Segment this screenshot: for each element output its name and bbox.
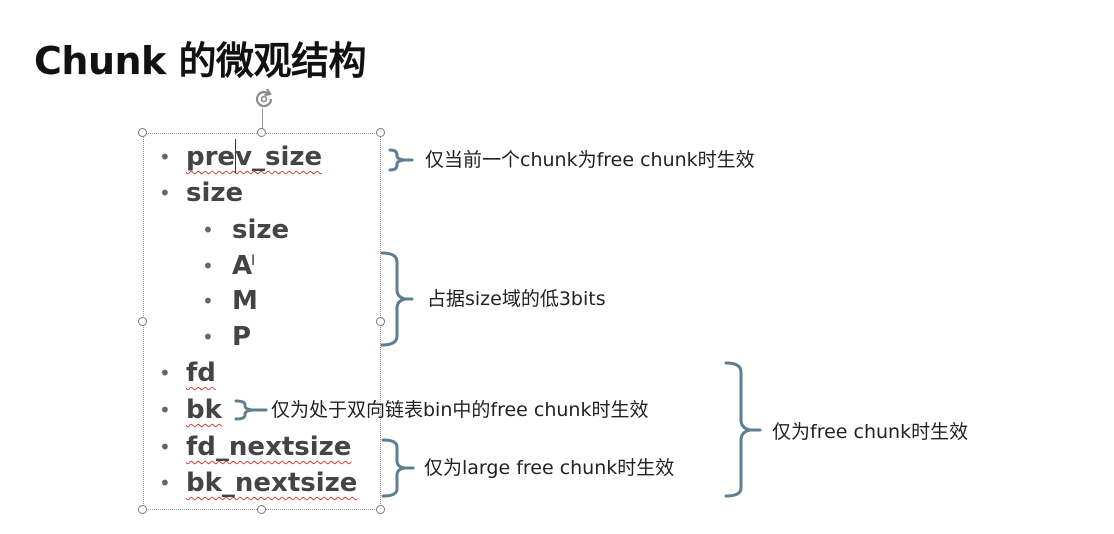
note-prev-size: 仅当前一个chunk为free chunk时生效 [425, 149, 755, 171]
resize-handle-e[interactable] [376, 317, 385, 326]
note-nextsize: 仅为large free chunk时生效 [424, 457, 675, 479]
note-bk: 仅为处于双向链表bin中的free chunk时生效 [271, 399, 649, 421]
i-beam-cursor-icon: I [251, 253, 256, 269]
resize-handle-s[interactable] [257, 505, 266, 514]
list-item-fd-nextsize[interactable]: • fd_nextsize [159, 432, 352, 462]
list-item-p[interactable]: • P [202, 322, 252, 352]
list-item-label: prev_size [186, 142, 323, 172]
note-amp: 占据size域的低3bits [427, 288, 606, 310]
list-item-m[interactable]: • M [202, 286, 258, 316]
list-item-label: P [232, 322, 252, 352]
bullet: • [159, 145, 171, 169]
slide-title: Chunk 的微观结构 [34, 39, 367, 83]
bullet: • [159, 435, 171, 459]
rotate-handle-icon[interactable] [251, 86, 277, 112]
resize-handle-nw[interactable] [138, 128, 147, 137]
resize-handle-ne[interactable] [376, 128, 385, 137]
list-item-label: bk [186, 395, 222, 425]
list-item-label: bk_nextsize [186, 468, 358, 498]
bracket-nextsize [381, 438, 415, 498]
bullet: • [159, 471, 171, 495]
list-item-a[interactable]: • A [202, 251, 253, 281]
list-item-bk-nextsize[interactable]: • bk_nextsize [159, 468, 358, 498]
text-cursor [235, 139, 236, 173]
bullet: • [202, 254, 214, 278]
list-item-label: size [186, 178, 244, 208]
list-item-label: M [232, 286, 258, 316]
list-item-sub-size[interactable]: • size [202, 215, 290, 245]
list-item-prev-size[interactable]: • prev_size [159, 142, 323, 172]
resize-handle-sw[interactable] [138, 505, 147, 514]
list-item-bk[interactable]: • bk [159, 395, 222, 425]
bracket-amp [380, 251, 414, 347]
list-item-label: fd_nextsize [186, 432, 352, 462]
resize-handle-se[interactable] [376, 505, 385, 514]
bullet: • [159, 361, 171, 385]
list-item-label: A [232, 251, 253, 281]
bullet: • [202, 325, 214, 349]
list-item-fd[interactable]: • fd [159, 358, 216, 388]
bullet: • [159, 398, 171, 422]
bracket-bk [234, 399, 268, 421]
bullet: • [202, 289, 214, 313]
bullet: • [159, 181, 171, 205]
resize-handle-w[interactable] [138, 317, 147, 326]
list-item-label: size [232, 215, 290, 245]
bracket-fd-group [724, 361, 762, 498]
list-item-size[interactable]: • size [159, 178, 244, 208]
resize-handle-n[interactable] [257, 128, 266, 137]
bracket-prev-size [388, 148, 414, 172]
bullet: • [202, 218, 214, 242]
list-item-label: fd [186, 358, 216, 388]
note-fd-group: 仅为free chunk时生效 [772, 421, 969, 443]
rotate-connector [262, 108, 263, 134]
